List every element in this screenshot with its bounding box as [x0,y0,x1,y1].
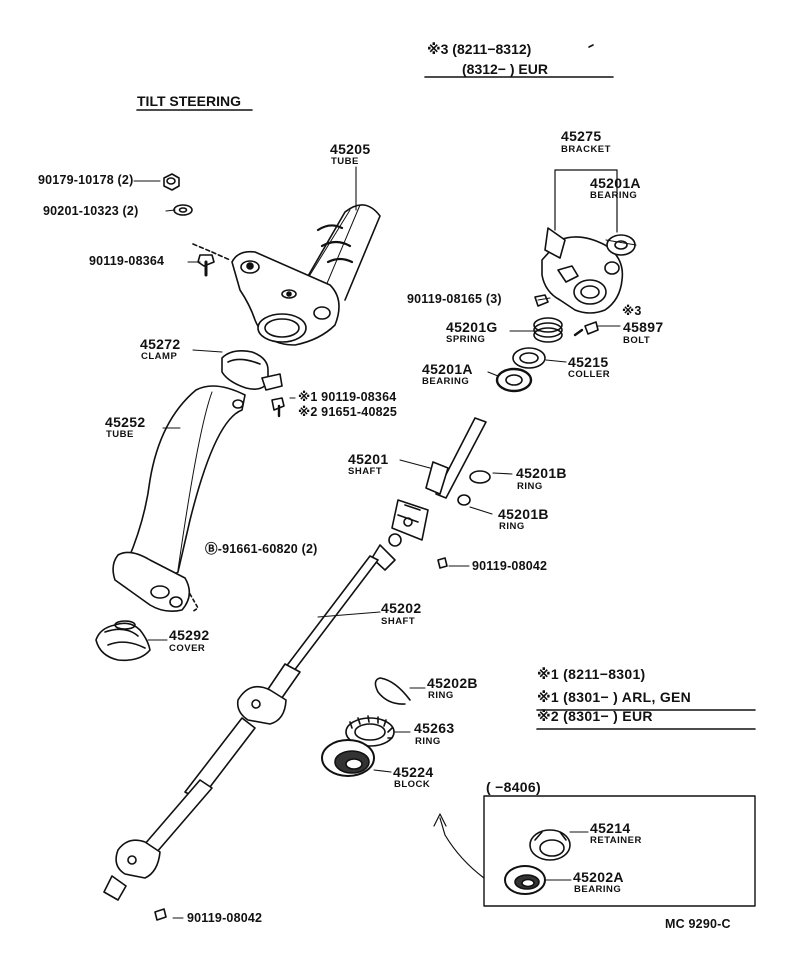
fastener-90179-10178: 90179-10178 (2) [38,173,134,187]
part-45292-number: 45292 [169,627,210,643]
block-45224-drawing [321,739,375,777]
part-45201G-number: 45201G [446,319,498,335]
part-45897-mark: ※3 [622,304,642,318]
note3-line1: ※3 (8211−8312) [427,41,532,57]
part-45202-number: 45202 [381,600,422,616]
part-45202-name: SHAFT [381,616,416,627]
bolt-45897-drawing [573,321,599,337]
fastener-90119-08165: 90119-08165 (3) [407,292,502,306]
screw-b-drawing [437,557,448,569]
part-45897-number: 45897 [623,319,664,335]
clamp-45272-drawing [221,350,283,391]
fastener-90201-10323: 90201-10323 (2) [43,204,139,218]
part-45201A-mid-number: 45201A [422,361,473,377]
shaft-45202-drawing [103,555,379,901]
part-45214-number: 45214 [590,820,631,836]
bearing-45201A-mid-drawing [495,367,533,393]
part-45224-name: BLOCK [394,779,431,790]
fastener-91661-60820: Ⓑ-91661-60820 (2) [205,542,318,556]
coller-45215-drawing [512,347,546,369]
part-45201-name: SHAFT [348,466,383,477]
ring-45202B-drawing [374,677,411,705]
part-45275-name: BRACKET [561,144,611,155]
cover-45292-drawing [95,620,151,662]
bolt-90119-08364-drawing [192,243,231,277]
fastener-90119-08042-a: 90119-08042 [472,559,548,573]
spring-45201G-drawing [533,317,563,343]
part-45202B-name: RING [428,690,454,701]
leader-lines [133,166,637,919]
bracket-45275-drawing [541,169,624,314]
page-title: TILT STEERING [137,93,241,109]
note-2: ※1 (8301− ) ARL, GEN [537,689,692,705]
part-45224-number: 45224 [393,764,434,780]
shaft-45201-drawing [371,417,487,571]
part-45897-name: BOLT [623,335,651,346]
note-3: ※2 (8301− ) EUR [537,708,653,724]
part-45201G-name: SPRING [446,334,486,345]
part-45201B-1-number: 45201B [516,465,567,481]
fastener-90119-08042-b: 90119-08042 [187,911,263,925]
part-45201A-mid-name: BEARING [422,376,470,387]
fastener-mark1-90119-08364: ※1 90119-08364 [298,390,397,404]
retainer-45214-drawing [529,829,571,861]
tube-45252-drawing [112,385,246,613]
note-1: ※1 (8211−8301) [537,666,646,682]
bearing-45202A-drawing [504,865,546,895]
ring-45201B-1-drawing [469,470,491,484]
tube-45205-drawing [231,204,381,346]
part-45272-number: 45272 [140,336,181,352]
tick-mark [588,44,594,48]
diagram-code: MC 9290-C [665,917,731,931]
part-45272-name: CLAMP [141,351,178,362]
screw-90119-08042-b-drawing [154,908,167,921]
part-45201A-top-number: 45201A [590,175,641,191]
inset-arrow-head [433,813,447,827]
nut-90179-drawing [163,173,180,191]
part-45201-number: 45201 [348,451,389,467]
part-45275-number: 45275 [561,128,602,144]
fastener-90119-08364: 90119-08364 [89,254,165,268]
part-45292-name: COVER [169,643,206,654]
part-45201B-1-name: RING [517,481,543,492]
bearing-45201A-top-drawing [606,234,636,256]
fastener-mark2-91651-40825: ※2 91651-40825 [298,405,398,419]
bolt-clamp-drawing [271,397,285,418]
part-45202A-number: 45202A [573,869,624,885]
part-45215-number: 45215 [568,354,609,370]
inset-arrow [439,817,485,879]
washer-90201-drawing [173,204,193,216]
part-45252-name: TUBE [106,429,134,440]
part-45202A-name: BEARING [574,884,622,895]
part-45252-number: 45252 [105,414,146,430]
part-45205-name: TUBE [331,156,359,167]
part-45201A-top-name: BEARING [590,190,638,201]
part-45201B-2-number: 45201B [498,506,549,522]
part-45202B-number: 45202B [427,675,478,691]
inset-box [483,795,756,907]
part-45263-name: RING [415,736,441,747]
part-45263-number: 45263 [414,720,455,736]
note3-line2: (8312− ) EUR [462,61,548,77]
screw-90119-08165-drawing [534,294,549,307]
part-45201B-2-name: RING [499,521,525,532]
inset-range: ( −8406) [486,779,541,795]
part-45214-name: RETAINER [590,835,642,846]
ring-45201B-2-drawing [457,494,471,506]
part-45215-name: COLLER [568,369,611,380]
part-45205-number: 45205 [330,141,371,157]
